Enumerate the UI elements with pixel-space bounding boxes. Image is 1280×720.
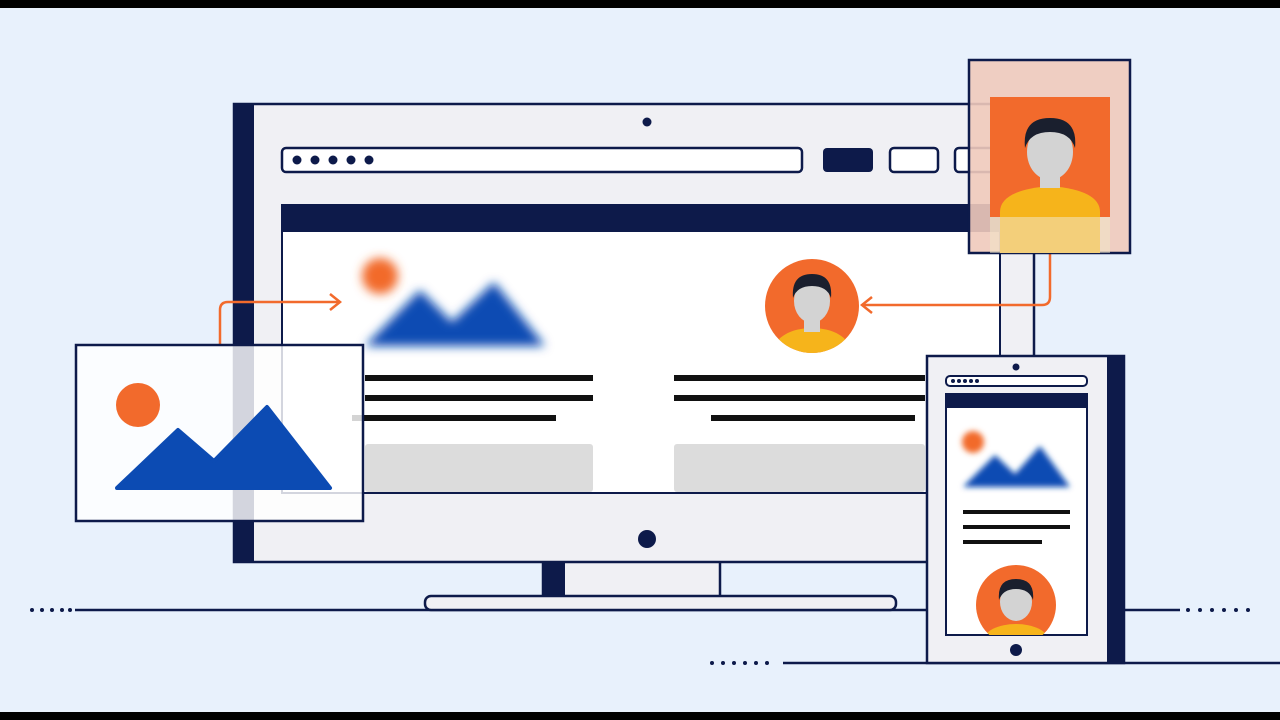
user-avatar-icon — [990, 118, 1110, 253]
content-block — [365, 444, 593, 492]
tablet-address-bar — [945, 375, 1088, 387]
monitor-screen — [281, 204, 1001, 494]
toolbar-button-filled — [823, 148, 873, 172]
monitor-stand-neck — [541, 558, 722, 600]
floor-dots — [30, 608, 1250, 665]
text-lines — [963, 510, 1070, 544]
tablet-screen — [945, 393, 1088, 636]
monitor-camera — [642, 117, 652, 127]
content-block — [674, 444, 925, 492]
address-bar — [280, 146, 804, 174]
photo-card — [967, 58, 1132, 255]
user-avatar-icon — [976, 565, 1056, 635]
tablet-device — [925, 354, 1126, 665]
image-placeholder-icon — [962, 431, 1070, 487]
screen-header-bar — [282, 205, 1000, 232]
tablet-camera — [1012, 363, 1020, 371]
image-card — [74, 343, 365, 523]
text-lines — [352, 375, 925, 421]
image-placeholder-icon — [362, 258, 545, 346]
monitor-power-button — [638, 530, 656, 548]
letterbox-bottom — [0, 712, 1280, 720]
tablet-home-button — [1010, 644, 1022, 656]
arrow-icon — [218, 253, 1052, 345]
tablet-side-edge — [1107, 356, 1124, 663]
tablet-header-bar — [946, 394, 1087, 408]
letterbox-top — [0, 0, 1280, 8]
monitor-stand-base — [423, 594, 898, 612]
image-placeholder-icon — [115, 383, 332, 490]
toolbar-button-outline — [888, 146, 940, 174]
desktop-monitor — [232, 102, 1036, 612]
user-avatar-icon — [765, 259, 859, 353]
